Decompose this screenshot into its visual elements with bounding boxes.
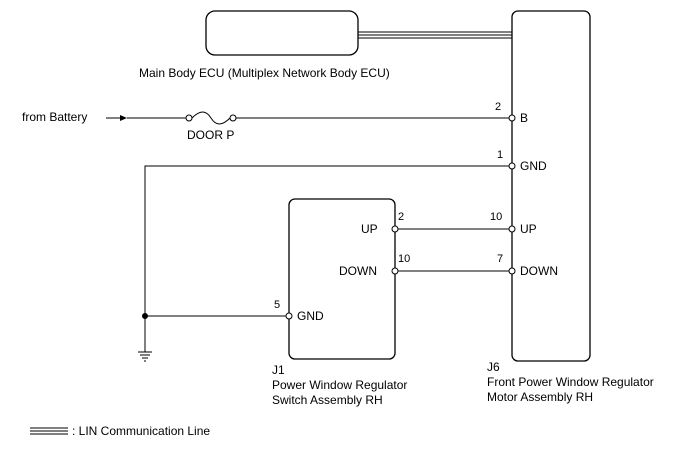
main-body-ecu-box	[205, 10, 359, 56]
motor-assembly-box	[511, 10, 591, 362]
ground-icon	[138, 351, 152, 362]
motor-name-line2: Motor Assembly RH	[487, 390, 593, 404]
ground-wire	[144, 165, 509, 352]
switch-name-line2: Switch Assembly RH	[272, 393, 383, 407]
battery-arrow-icon	[106, 115, 127, 121]
motor-pin-up-terminal	[508, 225, 516, 233]
motor-pin-gnd-number: 1	[497, 149, 503, 161]
motor-pin-down-terminal	[508, 267, 516, 275]
switch-assembly-box	[288, 198, 396, 360]
switch-pin-gnd-terminal	[285, 312, 293, 320]
motor-pin-down-number: 7	[497, 253, 503, 265]
switch-pin-gnd-number: 5	[274, 299, 280, 311]
switch-name-line1: Power Window Regulator	[272, 378, 407, 392]
motor-pin-up-name: UP	[520, 222, 537, 236]
switch-pin-down-name: DOWN	[339, 264, 377, 278]
motor-pin-b-number: 2	[495, 101, 501, 113]
motor-pin-up-number: 10	[490, 211, 502, 223]
from-battery-label: from Battery	[22, 110, 87, 124]
fuse-label: DOOR P	[187, 128, 234, 142]
motor-pin-gnd-terminal	[508, 162, 516, 170]
legend-text: : LIN Communication Line	[72, 424, 210, 438]
fuse-icon	[185, 111, 237, 125]
motor-pin-b-name: B	[520, 111, 528, 125]
main-body-ecu-label: Main Body ECU (Multiplex Network Body EC…	[139, 66, 390, 80]
switch-pin-up-number: 2	[398, 211, 404, 223]
switch-connector-code: J1	[272, 363, 285, 377]
switch-pin-up-terminal	[391, 225, 399, 233]
motor-connector-code: J6	[487, 360, 500, 374]
switch-pin-down-terminal	[391, 267, 399, 275]
motor-pin-down-name: DOWN	[520, 264, 558, 278]
switch-pin-down-number: 10	[398, 253, 410, 265]
legend-lin-line-icon	[30, 427, 68, 435]
lin-communication-line	[358, 31, 512, 39]
switch-pin-up-name: UP	[361, 222, 378, 236]
switch-pin-gnd-name: GND	[297, 309, 324, 323]
motor-name-line1: Front Power Window Regulator	[487, 375, 654, 389]
motor-pin-gnd-name: GND	[520, 159, 547, 173]
motor-pin-b-terminal	[508, 114, 516, 122]
